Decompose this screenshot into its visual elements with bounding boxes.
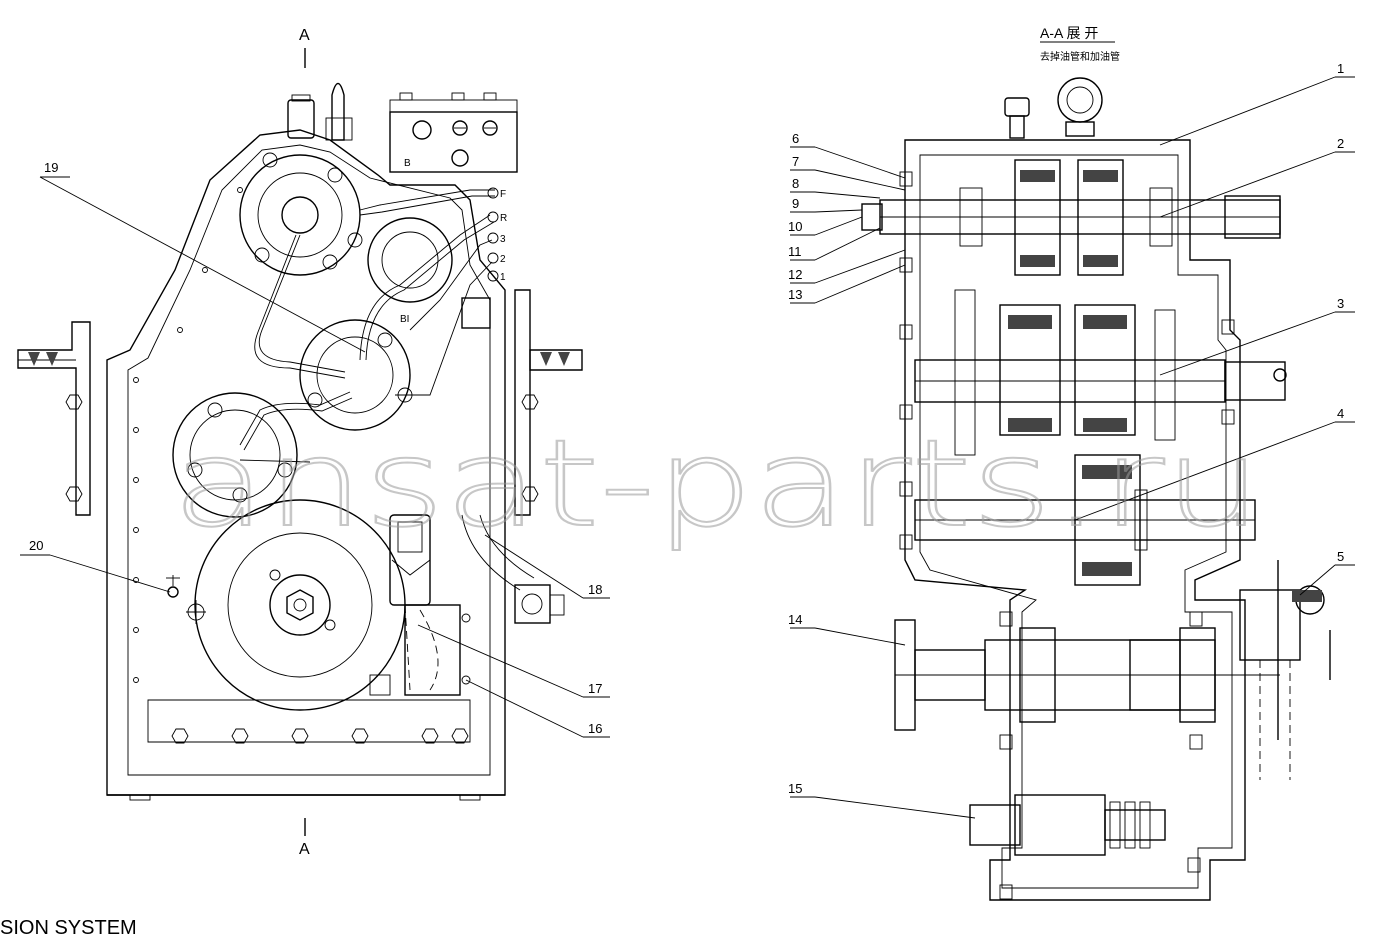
port-label-b: B — [404, 158, 411, 169]
housing-section-outline — [904, 139, 1246, 901]
valve-block: B — [389, 92, 518, 173]
callout-7: 7 — [792, 154, 799, 169]
shaft-input — [861, 159, 1281, 276]
sight-tube — [461, 297, 565, 624]
callout-14: 14 — [788, 612, 802, 627]
callout-8: 8 — [792, 176, 799, 191]
perimeter-bolts — [65, 187, 539, 744]
shift-mechanism — [1239, 560, 1331, 780]
callout-9: 9 — [792, 196, 799, 211]
leaders-left — [20, 176, 610, 738]
callout-6: 6 — [792, 131, 799, 146]
housing-outline — [106, 129, 506, 796]
lifting-eye — [1057, 77, 1103, 137]
callout-16: 16 — [588, 721, 602, 736]
callout-13: 13 — [788, 287, 802, 302]
shaft-output — [894, 619, 1280, 731]
left-view: A A — [17, 27, 610, 858]
port-1: 1 — [500, 272, 506, 283]
callout-19: 19 — [44, 160, 58, 175]
watermark: ansat-parts.ru — [172, 415, 1262, 554]
callout-10: 10 — [788, 219, 802, 234]
plug-20 — [166, 575, 206, 624]
right-mount-bracket — [514, 289, 583, 516]
section-view-subtitle: 去掉油管和加油管 — [1040, 50, 1120, 63]
bolts-left — [187, 152, 413, 631]
callout-17: 17 — [588, 681, 602, 696]
gear-idler — [172, 392, 298, 518]
right-view: A-A 展 开 去掉油管和加油管 — [788, 25, 1355, 901]
oil-ports: F R 3 2 1 BI — [400, 187, 507, 325]
gear-pump — [367, 217, 453, 303]
section-view-title: A-A 展 开 — [1040, 25, 1098, 41]
port-2: 2 — [500, 254, 506, 265]
page-caption: SION SYSTEM — [0, 917, 137, 939]
shaft-counter — [914, 289, 1287, 456]
callout-15: 15 — [788, 781, 802, 796]
callout-18: 18 — [588, 582, 602, 597]
shaft-lower — [914, 454, 1256, 586]
callout-12: 12 — [788, 267, 802, 282]
oil-tubes — [239, 189, 495, 463]
left-mount-bracket — [17, 321, 91, 516]
callout-2: 2 — [1337, 136, 1344, 151]
section-label-top: A — [299, 27, 310, 44]
port-3: 3 — [500, 234, 506, 245]
port-r: R — [500, 213, 507, 224]
callout-11: 11 — [788, 244, 802, 259]
gear-countershaft — [299, 319, 411, 431]
callout-4: 4 — [1337, 406, 1344, 421]
breather-right — [1004, 97, 1030, 139]
bolts-right — [899, 171, 1235, 900]
callout-5: 5 — [1337, 549, 1344, 564]
callout-20: 20 — [29, 538, 43, 553]
callout-1: 1 — [1337, 61, 1344, 76]
leaders-right — [790, 76, 1355, 819]
shaft-pump-drive — [969, 794, 1166, 856]
callout-3: 3 — [1337, 296, 1344, 311]
section-label-bottom: A — [299, 841, 310, 858]
port-f: F — [500, 189, 506, 200]
breather-cap — [287, 82, 353, 141]
port-label-bi: BI — [400, 314, 409, 325]
control-valve — [369, 514, 471, 696]
